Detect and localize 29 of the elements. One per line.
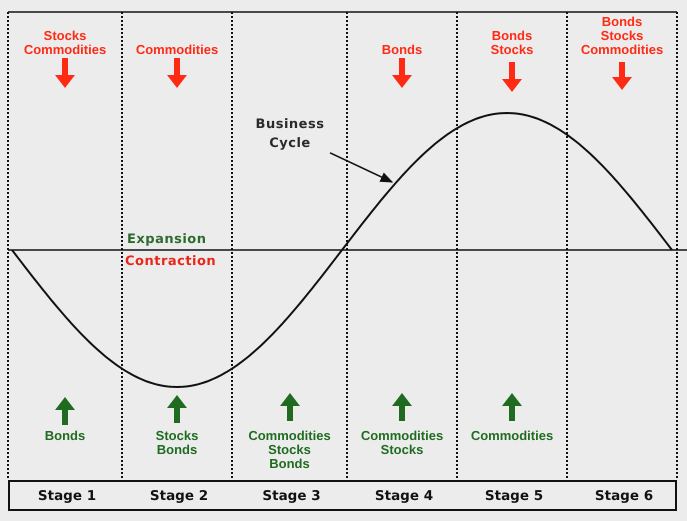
asset-label: Bonds bbox=[44, 429, 86, 443]
contraction-label: Contraction bbox=[125, 254, 216, 269]
asset-label: Commodities bbox=[136, 43, 218, 57]
asset-label: Bonds bbox=[156, 443, 198, 457]
asset-label: Bonds bbox=[602, 15, 642, 29]
stage-cell: Stage 5 bbox=[459, 482, 569, 509]
asset-label: Commodities bbox=[580, 43, 664, 57]
curve-label: Business Cycle bbox=[250, 115, 330, 153]
asset-label: Stocks bbox=[268, 443, 311, 457]
asset-label: Bonds bbox=[269, 457, 310, 471]
asset-label: Commodities bbox=[470, 429, 554, 443]
expansion-label: Expansion bbox=[127, 232, 206, 247]
business-cycle-curve bbox=[11, 112, 673, 388]
asset-label: Commodities bbox=[24, 43, 106, 57]
stage-cell: Stage 4 bbox=[349, 482, 459, 509]
asset-label: Commodities bbox=[360, 429, 444, 443]
asset-label: Stocks bbox=[600, 29, 644, 43]
stage-cell: Stage 2 bbox=[124, 482, 234, 509]
stage-cell: Stage 3 bbox=[234, 482, 349, 509]
asset-label: Stocks bbox=[380, 443, 424, 457]
asset-label: Stocks bbox=[156, 429, 198, 443]
leader-arrow bbox=[330, 152, 394, 183]
asset-label: Stocks bbox=[490, 43, 534, 57]
stage-cell: Stage 6 bbox=[569, 482, 679, 509]
asset-label: Bonds bbox=[492, 29, 532, 43]
asset-label: Commodities bbox=[248, 429, 331, 443]
stage-cell: Stage 1 bbox=[10, 482, 124, 509]
asset-label: Bonds bbox=[382, 43, 422, 57]
asset-label: Stocks bbox=[44, 29, 86, 43]
